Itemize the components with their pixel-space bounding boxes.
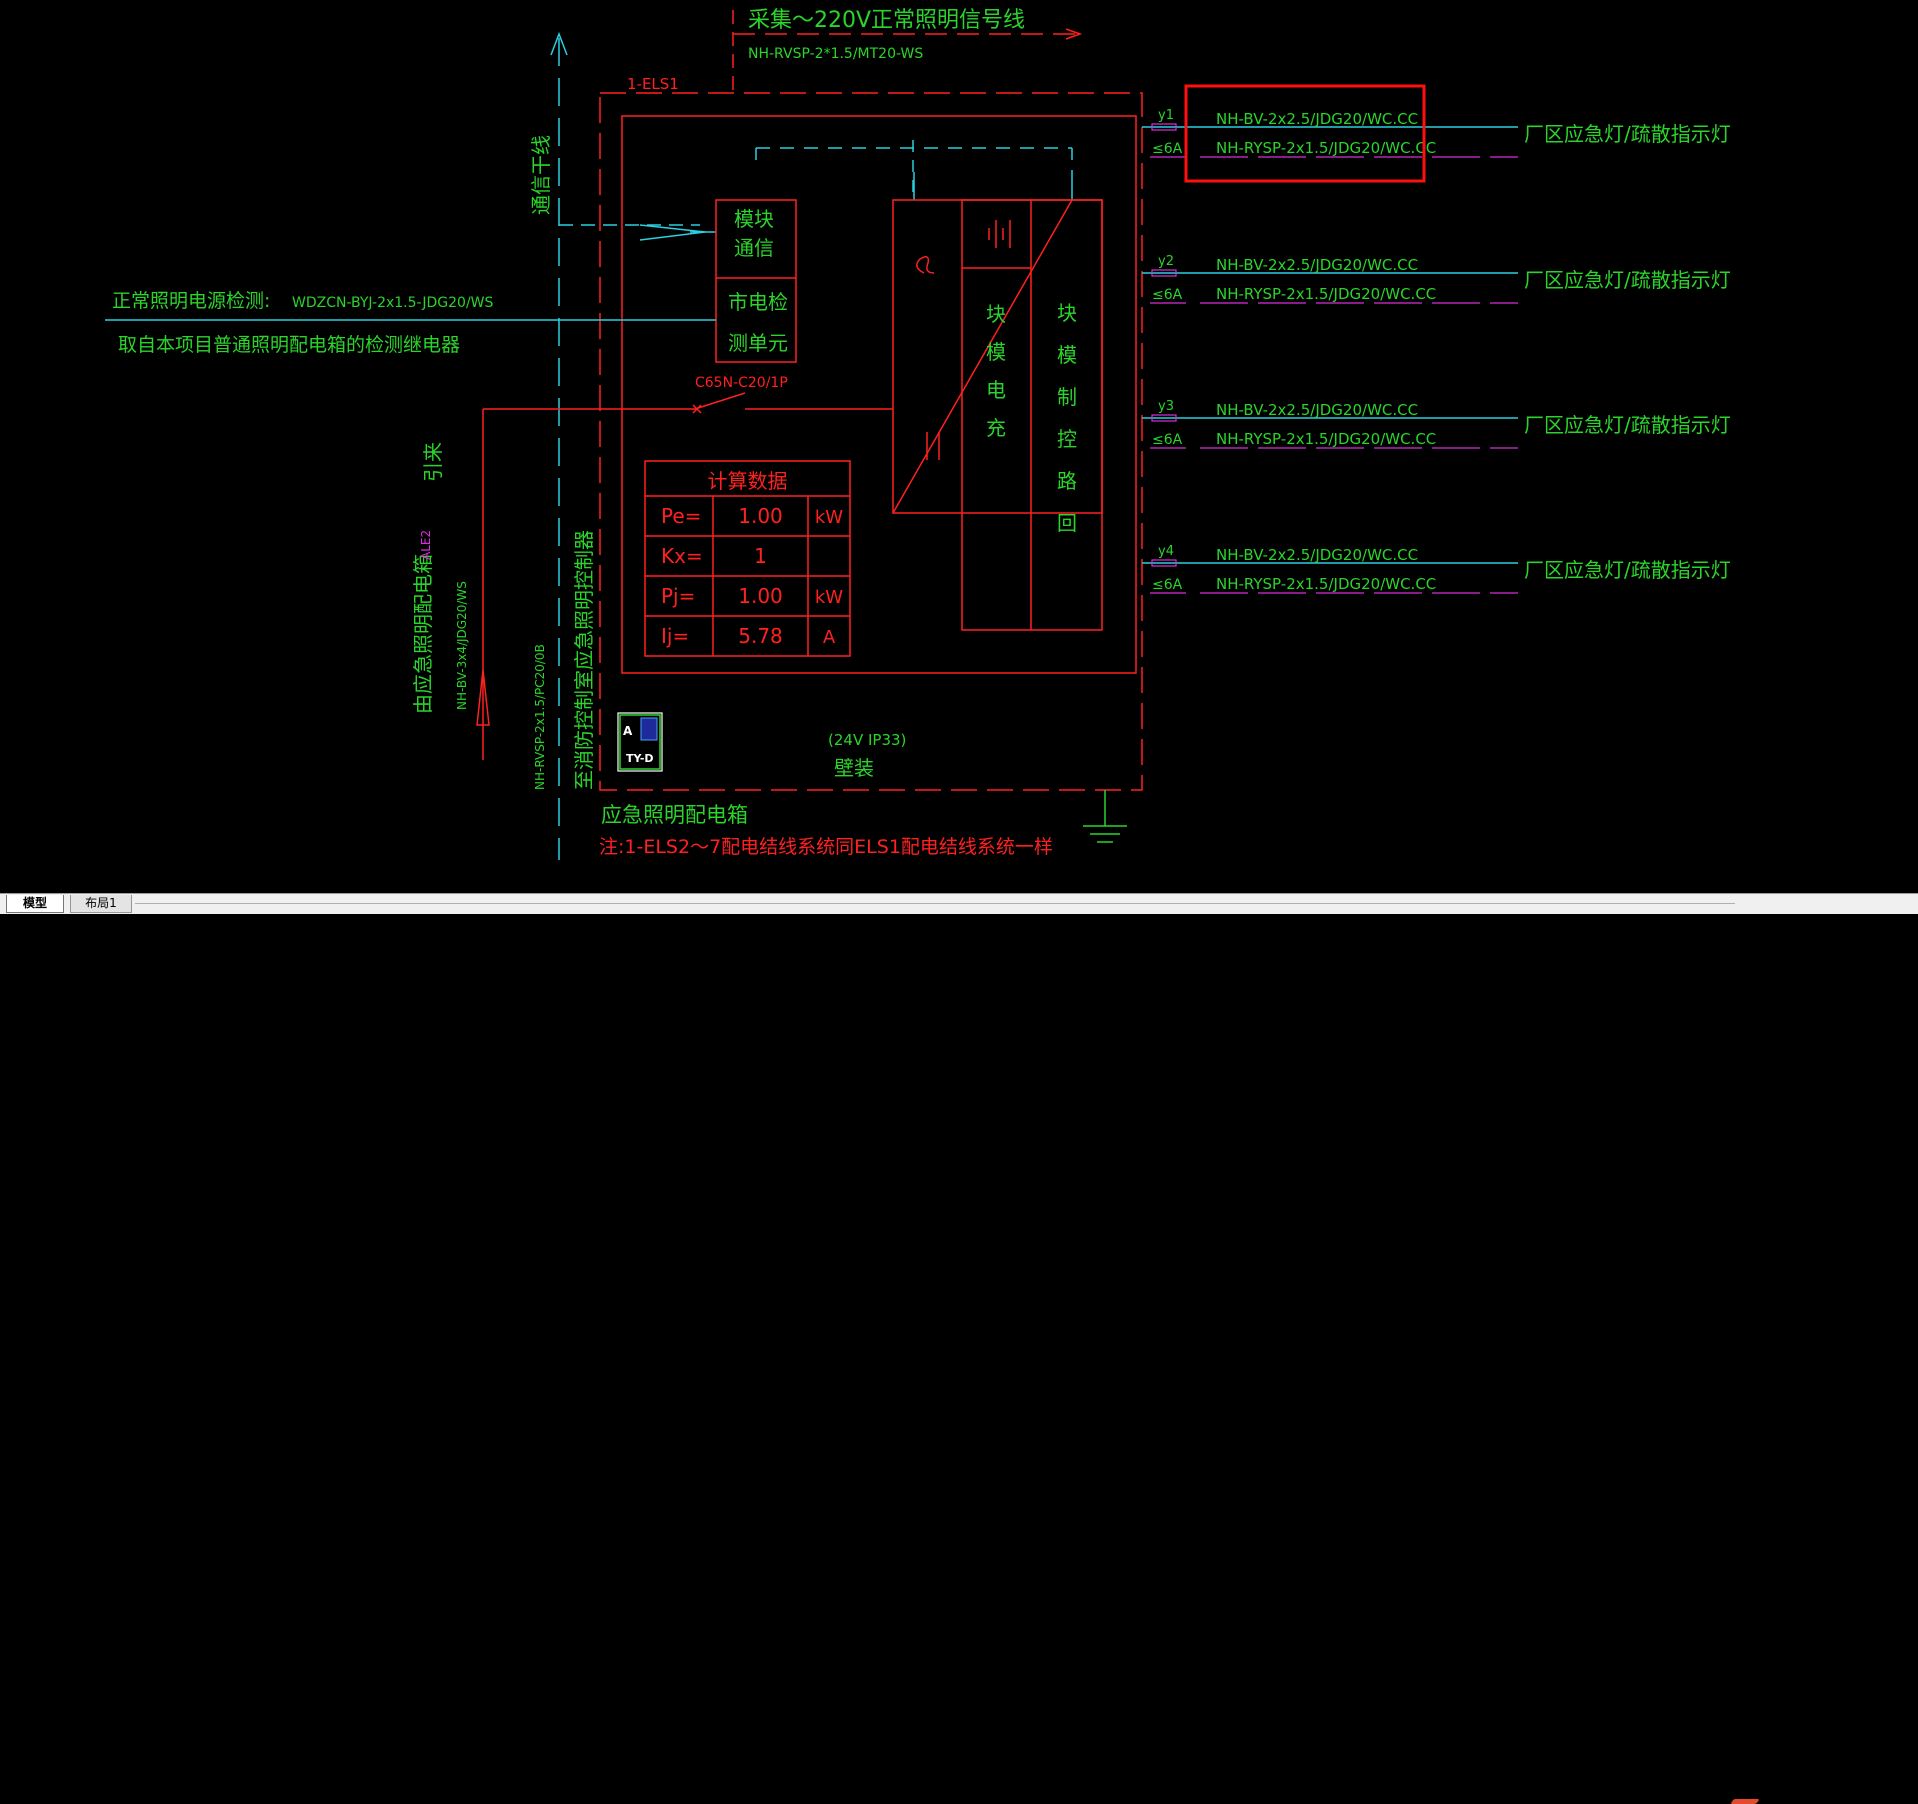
circuit-y4: y4 ≤6A NH-BV-2x2.5/JDG20/WC.CC NH-RYSP-2x1.… bbox=[1142, 544, 1731, 594]
incoming-arrow-icon bbox=[476, 669, 490, 726]
mount-type: 壁装 bbox=[834, 756, 874, 780]
incoming-from: 由应急照明配电箱 bbox=[411, 554, 435, 714]
fuse-icon bbox=[1151, 123, 1177, 131]
circuit-y3: y3 ≤6A NH-BV-2x2.5/JDG20/WC.CC NH-RYSP-2x1.… bbox=[1142, 399, 1731, 449]
breaker-contact bbox=[694, 392, 746, 410]
fuse-icon bbox=[1151, 269, 1177, 277]
calc-row-unit: A bbox=[823, 627, 836, 648]
panel-enclosure bbox=[599, 92, 1143, 791]
control-box bbox=[961, 199, 1103, 631]
tab-bar-divider bbox=[135, 903, 1735, 904]
incoming-ref: ALE2 bbox=[419, 530, 433, 560]
ty-d-device-icon: A TY-D bbox=[617, 712, 663, 772]
ground-icon bbox=[1083, 790, 1127, 843]
charger-text: 充电模块 bbox=[986, 302, 1006, 440]
calc-row-name: Kx= bbox=[661, 544, 703, 568]
circuit-cable-signal: NH-RYSP-2x1.5/JDG20/WC.CC bbox=[1216, 430, 1436, 448]
module-comm-line2: 通信 bbox=[734, 236, 774, 260]
module-comm-line1: 模块 bbox=[734, 207, 774, 231]
calc-row-name: Pe= bbox=[661, 504, 701, 528]
normal-power-label: 正常照明电源检测: bbox=[112, 290, 270, 312]
box-title: 应急照明配电箱 bbox=[601, 803, 748, 827]
signal-arrow-icon bbox=[1065, 28, 1083, 40]
panel-inner-box bbox=[621, 115, 1137, 674]
panel-id: 1-ELS1 bbox=[627, 75, 679, 93]
circuit-id: y1 bbox=[1158, 108, 1174, 123]
circuit-y2: y2 ≤6A NH-BV-2x2.5/JDG20/WC.CC NH-RYSP-2x1.… bbox=[1142, 254, 1731, 304]
fuse-icon bbox=[1151, 414, 1177, 422]
circuit-cable-power: NH-BV-2x2.5/JDG20/WC.CC bbox=[1216, 110, 1418, 128]
calc-table: 计算数据 Pe= 1.00 kW Kx= 1Pj= 1.00 kW Ij= 5.78 A bbox=[644, 460, 851, 657]
circuit-id: y4 bbox=[1158, 544, 1174, 559]
calc-row-value: 1.00 bbox=[738, 584, 783, 608]
loop-control-text: 回路控制模块 bbox=[1057, 301, 1077, 535]
device-label: TY-D bbox=[626, 752, 654, 765]
circuit-load: 厂区应急灯/疏散指示灯 bbox=[1524, 122, 1731, 146]
mount-spec: (24V IP33) bbox=[828, 731, 906, 749]
circuit-cable-signal: NH-RYSP-2x1.5/JDG20/WC.CC bbox=[1216, 285, 1436, 303]
circuit-cable-signal: NH-RYSP-2x1.5/JDG20/WC.CC bbox=[1216, 575, 1436, 593]
circuit-cable-power: NH-BV-2x2.5/JDG20/WC.CC bbox=[1216, 401, 1418, 419]
circuit-rating: ≤6A bbox=[1152, 577, 1183, 593]
circuit-rating: ≤6A bbox=[1152, 432, 1183, 448]
circuit-load: 厂区应急灯/疏散指示灯 bbox=[1524, 268, 1731, 292]
module-mains-line2: 测单元 bbox=[728, 331, 788, 355]
calc-row-unit: kW bbox=[815, 507, 843, 528]
breaker-label: C65N-C20/1P bbox=[695, 375, 788, 391]
module-box bbox=[715, 199, 797, 363]
calc-row-value: 1.00 bbox=[738, 504, 783, 528]
comm-up-arrow-icon bbox=[550, 31, 568, 56]
calc-row-name: Pj= bbox=[661, 584, 695, 608]
module-mains-line1: 市电检 bbox=[728, 290, 788, 314]
signal-title: 采集～220V正常照明信号线 bbox=[748, 8, 1025, 33]
scroll-handle[interactable] bbox=[1730, 1799, 1760, 1804]
incoming-cable: NH-BV-3x4/JDG20/WS bbox=[455, 581, 469, 710]
device-letter: A bbox=[623, 724, 633, 738]
controller-text: 至消防控制室应急照明控制器 bbox=[572, 530, 596, 790]
circuit-rating: ≤6A bbox=[1152, 141, 1183, 157]
system-note: 注:1-ELS2～7配电结线系统同ELS1配电结线系统一样 bbox=[599, 836, 1053, 858]
circuit-cable-signal: NH-RYSP-2x1.5/JDG20/WC.CC bbox=[1216, 139, 1436, 157]
breaker-x-icon bbox=[692, 404, 702, 414]
circuit-load: 厂区应急灯/疏散指示灯 bbox=[1524, 413, 1731, 437]
incoming-label: 引来 bbox=[421, 442, 445, 482]
outgoing-circuits: y1 ≤6A NH-BV-2x2.5/JDG20/WC.CC NH-RYSP-2x1.… bbox=[1142, 84, 1731, 594]
loop-vertical-chars: 回路控制模块 bbox=[1057, 301, 1077, 535]
calc-row-unit: kW bbox=[815, 587, 843, 608]
cad-drawing-canvas[interactable]: 采集～220V正常照明信号线 NH-RVSP-2*1.5/MT20-WS 通信干… bbox=[0, 0, 1918, 893]
ac-symbol-icon bbox=[916, 256, 935, 274]
highlight-box bbox=[1184, 84, 1426, 183]
circuit-y1: y1 ≤6A NH-BV-2x2.5/JDG20/WC.CC NH-RYSP-2x1.… bbox=[1142, 84, 1731, 183]
circuit-cable-power: NH-BV-2x2.5/JDG20/WC.CC bbox=[1216, 546, 1418, 564]
charger-diagonal bbox=[892, 199, 1073, 514]
calc-row-name: Ij= bbox=[661, 624, 689, 648]
normal-power-note: 取自本项目普通照明配电箱的检测继电器 bbox=[118, 334, 460, 356]
circuit-load: 厂区应急灯/疏散指示灯 bbox=[1524, 558, 1731, 582]
calc-row-value: 1 bbox=[754, 544, 767, 568]
normal-power-cable: WDZCN-BYJ-2x1.5-JDG20/WS bbox=[292, 295, 494, 311]
layout-tab-bar: 模型 布局1 bbox=[0, 893, 1918, 1804]
comm-trunk-label: 通信干线 bbox=[529, 135, 553, 215]
tab-layout1[interactable]: 布局1 bbox=[70, 895, 132, 913]
calc-title: 计算数据 bbox=[708, 469, 788, 493]
calc-table-border bbox=[644, 460, 851, 657]
tab-model[interactable]: 模型 bbox=[6, 895, 64, 913]
circuit-rating: ≤6A bbox=[1152, 287, 1183, 303]
circuit-id: y2 bbox=[1158, 254, 1174, 269]
circuit-id: y3 bbox=[1158, 399, 1174, 414]
controller-cable: NH-RVSP-2x1.5/PC20/0B bbox=[533, 644, 547, 790]
circuit-cable-power: NH-BV-2x2.5/JDG20/WC.CC bbox=[1216, 256, 1418, 274]
fuse-icon bbox=[1151, 559, 1177, 567]
signal-cable: NH-RVSP-2*1.5/MT20-WS bbox=[748, 46, 923, 62]
battery-icon bbox=[988, 220, 1011, 248]
calc-row-value: 5.78 bbox=[738, 624, 783, 648]
charger-vertical-chars: 充电模块 bbox=[986, 302, 1006, 440]
